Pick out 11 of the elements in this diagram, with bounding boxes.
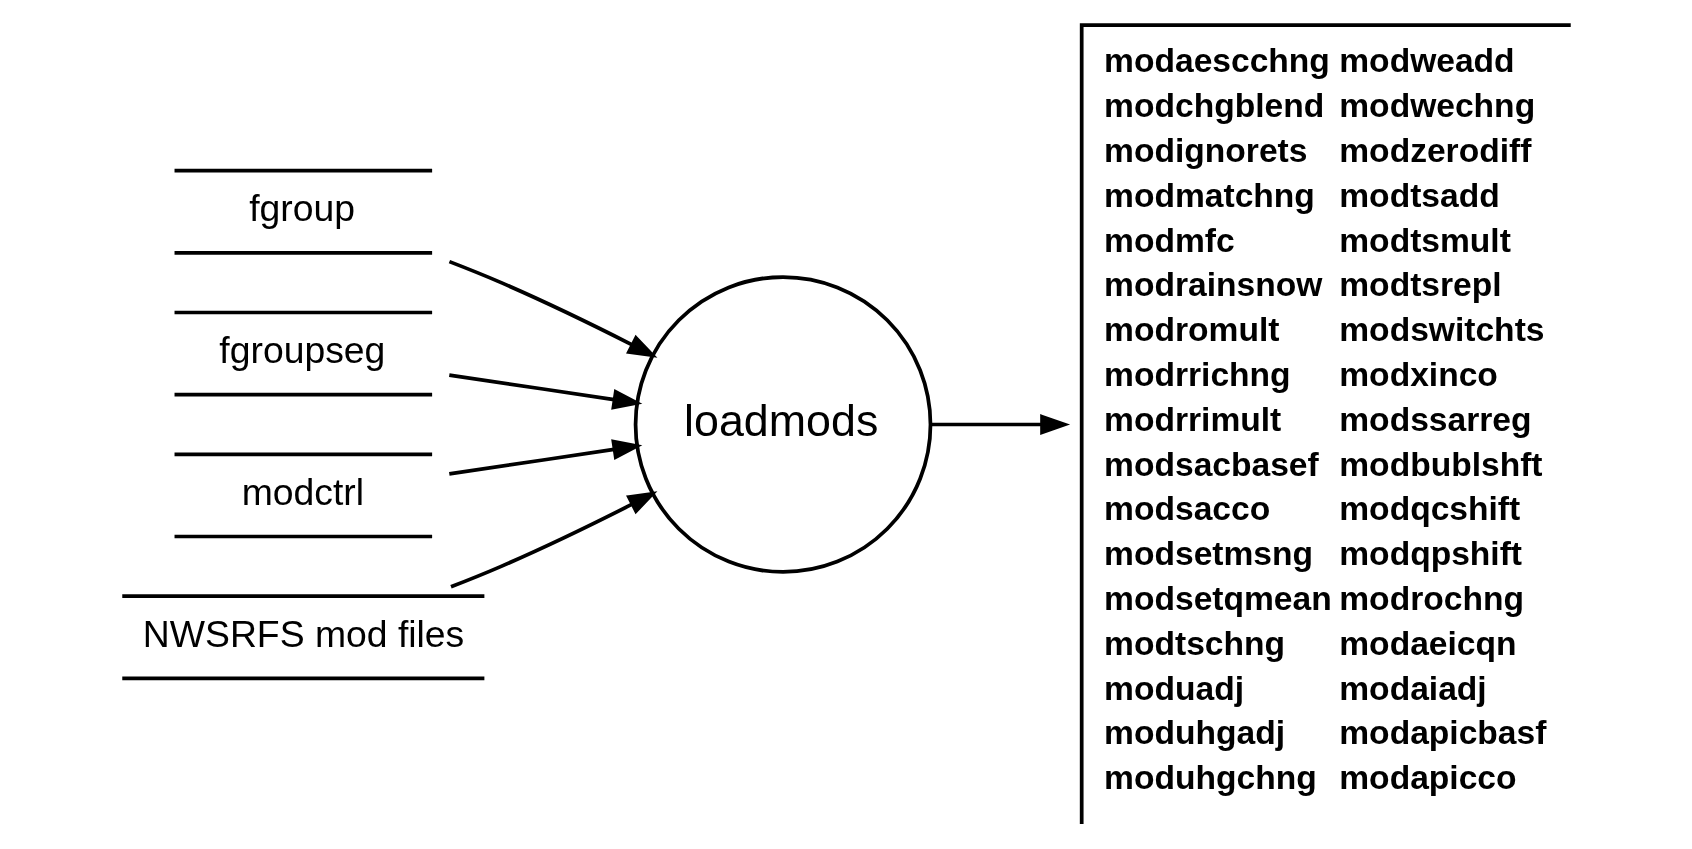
node-circle: loadmods <box>633 275 932 574</box>
arrow <box>448 373 642 410</box>
node-text: modaescchng modweadd modchgblend modwechng modignorets modzerodiff modmatchng modtsadd modmfc modtsmult modrainsnow modtsrepl modromult modswitchts modrrichng modxinco modrrimult modssarreg modsacbasef modbublshft modsacco modqcshift modsetmsng modqpshift modsetqmean modrochng modtschng modaeicqn moduadj modaiadj moduhgadj modapicbasf moduhgchng modapicco <box>1103 42 1546 797</box>
node-text: fgroupseg <box>218 328 385 371</box>
arrow <box>448 259 657 358</box>
arrow <box>930 414 1070 435</box>
arrow <box>449 491 657 589</box>
node-text: modctrl <box>241 470 364 513</box>
arrow <box>448 439 642 476</box>
node-text: NWSRFS mod files <box>142 612 464 655</box>
node-text: fgroup <box>248 187 355 230</box>
